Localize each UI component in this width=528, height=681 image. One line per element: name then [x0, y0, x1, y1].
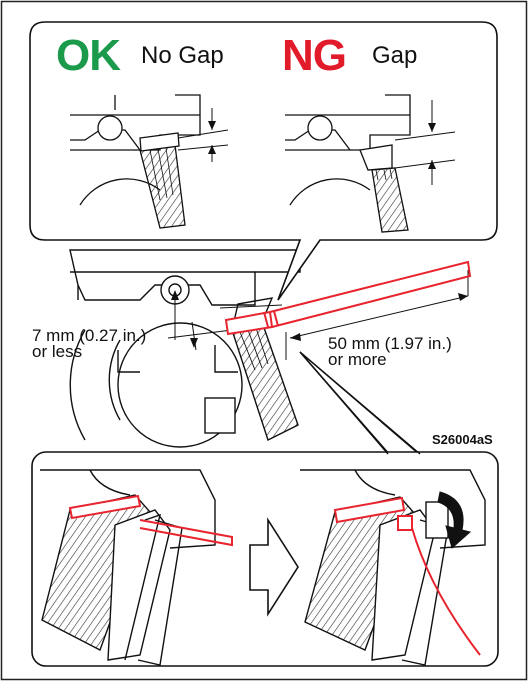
ng-detail-drawing: [285, 94, 456, 233]
rotate-arrow-icon: [437, 491, 472, 549]
figure-code: S26004aS: [432, 432, 493, 447]
length-dimension-line1: 50 mm (1.97 in.): [328, 334, 452, 353]
gap-dimension-line1: 7 mm (0.27 in.): [32, 326, 147, 345]
tie-left: [68, 494, 233, 547]
cutting-step-left: [40, 469, 216, 666]
length-dimension-line2: or more: [328, 350, 387, 369]
ok-caption: No Gap: [141, 42, 224, 69]
ok-detail-drawing: [70, 94, 229, 229]
ng-caption: Gap: [372, 42, 418, 69]
arrow-right-icon: [249, 517, 299, 617]
ok-badge: OK: [56, 31, 121, 80]
tie-right: [333, 496, 481, 656]
ng-badge: NG: [282, 31, 347, 80]
cable-tie-main: [224, 260, 472, 336]
gap-dimension-line2: or less: [32, 342, 83, 361]
ok-tie: [139, 132, 180, 152]
top-callout-frame: [29, 21, 498, 301]
